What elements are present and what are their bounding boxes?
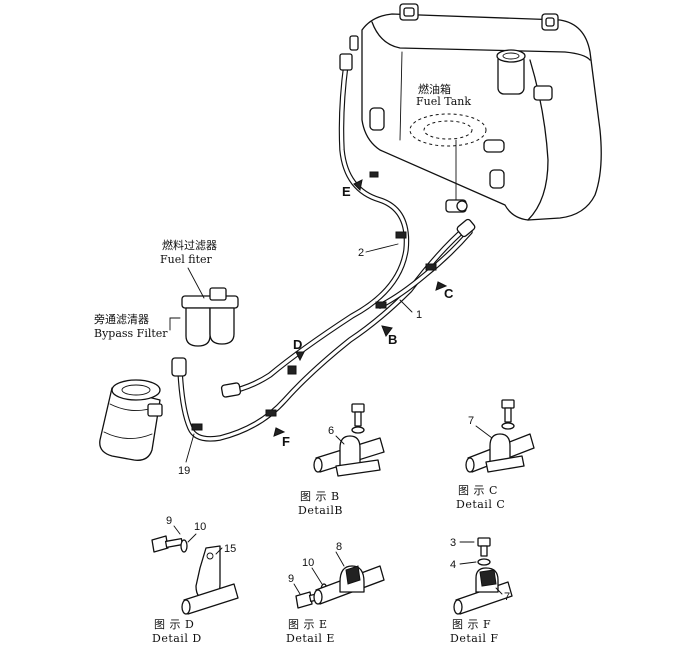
detail-c-caption-en: Detail C: [456, 498, 505, 511]
detail-b-caption-en: DetailB: [298, 504, 343, 517]
bypass-filter: 旁通滤清器 Bypass Filter: [94, 312, 168, 461]
detail-e-part-10: 10: [302, 557, 314, 569]
bypass-filter-label-en: Bypass Filter: [94, 327, 168, 340]
marker-c: C: [435, 281, 454, 301]
detail-b-caption-cn: 图 示 B: [300, 490, 340, 503]
detail-f-caption-cn: 图 示 F: [452, 618, 491, 631]
detail-e-part-9: 9: [288, 573, 294, 585]
detail-d-caption-cn: 图 示 D: [154, 618, 194, 631]
detail-e-caption-cn: 图 示 E: [288, 618, 328, 631]
fuel-tank: 燃油箱 Fuel Tank: [361, 3, 602, 221]
fuel-filter-label-en: Fuel fiter: [160, 253, 213, 266]
marker-f-letter: F: [282, 434, 290, 449]
detail-f-part-7: 7: [504, 591, 510, 603]
detail-b: 6 图 示 B DetailB: [298, 403, 385, 517]
detail-e-caption-en: Detail E: [286, 632, 335, 645]
marker-e-letter: E: [342, 184, 351, 199]
detail-d-part-10: 10: [194, 521, 206, 533]
detail-c: 7 图 示 C Detail C: [456, 399, 535, 511]
detail-f-part-3: 3: [450, 537, 456, 549]
part-number-19: 19: [178, 465, 190, 477]
fuel-hoses: [171, 35, 476, 442]
detail-f: 3 4 7 图 示 F Detail F: [450, 537, 513, 645]
fuel-tank-label-cn: 燃油箱: [418, 82, 451, 96]
detail-d: 9 10 15 图 示 D Detail D: [151, 515, 239, 645]
bypass-filter-label-cn: 旁通滤清器: [94, 312, 149, 326]
marker-f: F: [273, 427, 290, 449]
marker-d-letter: D: [293, 337, 302, 352]
marker-b-letter: B: [388, 332, 397, 347]
detail-e: 9 10 8 图 示 E Detail E: [286, 541, 385, 645]
detail-markers: E C B D F: [273, 179, 454, 449]
part-number-2: 2: [358, 247, 364, 259]
detail-b-part-6: 6: [328, 425, 334, 437]
detail-f-caption-en: Detail F: [450, 632, 498, 645]
marker-d: D: [293, 337, 305, 362]
detail-d-part-9: 9: [166, 515, 172, 527]
fuel-filter: 燃料过滤器 Fuel fiter: [160, 238, 239, 347]
detail-c-caption-cn: 图 示 C: [458, 484, 498, 497]
detail-c-part-7: 7: [468, 415, 474, 427]
detail-f-part-4: 4: [450, 559, 456, 571]
detail-d-part-15: 15: [224, 543, 236, 555]
fuel-tank-label-en: Fuel Tank: [416, 95, 471, 108]
marker-b: B: [381, 325, 397, 347]
detail-e-part-8: 8: [336, 541, 342, 553]
part-number-1: 1: [416, 309, 422, 321]
detail-d-caption-en: Detail D: [152, 632, 202, 645]
marker-e: E: [342, 179, 363, 199]
marker-c-letter: C: [444, 286, 454, 301]
part-callouts: 2 1 19: [178, 243, 422, 477]
fuel-filter-label-cn: 燃料过滤器: [162, 238, 217, 252]
